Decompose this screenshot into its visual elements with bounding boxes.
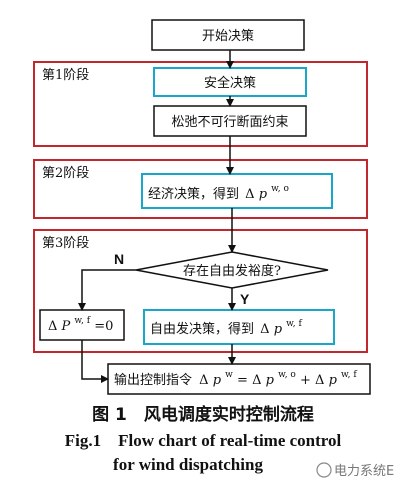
zero-p: P	[61, 319, 71, 334]
output-sup-1: w	[225, 370, 233, 380]
output-delta-2: Δ	[252, 373, 261, 388]
output-delta-3: Δ	[315, 373, 324, 388]
output-text: 输出控制指令 Δ p w = Δ p w, o + Δ p w, f	[114, 366, 357, 388]
output-p-2: p	[266, 373, 275, 388]
stage-1-label: 第1阶段	[42, 68, 89, 83]
watermark-text: 电力系统E	[334, 464, 394, 479]
stage-3-label: 第3阶段	[42, 236, 89, 251]
economic-text: 经济决策，得到 Δ p w, o	[148, 184, 289, 202]
stage-2-label: 第2阶段	[42, 166, 89, 181]
output-p-1: p	[213, 373, 222, 388]
free-gen-p: p	[274, 322, 283, 337]
economic-label: 经济决策，得到	[148, 186, 239, 202]
set-zero-text: Δ P w, f =0	[48, 312, 113, 334]
output-label: 输出控制指令	[114, 372, 192, 388]
decision-text: 存在自由发裕度?	[183, 263, 281, 279]
output-box	[107, 363, 371, 395]
output-plus: +	[300, 373, 311, 388]
zero-value: =0	[94, 319, 113, 334]
caption-en-line1: Fig.1 Flow chart of real-time control	[65, 431, 342, 450]
set-zero-box	[39, 309, 125, 341]
zero-delta: Δ	[48, 319, 57, 334]
output-sup-3: w, f	[341, 370, 357, 380]
stage-3-frame	[33, 229, 368, 353]
economic-p: p	[259, 187, 268, 202]
economic-sup: w, o	[271, 184, 289, 194]
output-eq: =	[237, 373, 248, 388]
output-delta-1: Δ	[199, 373, 208, 388]
economic-delta: Δ	[245, 187, 254, 202]
branch-no-label: N	[114, 251, 124, 267]
start-text: 开始决策	[202, 28, 254, 44]
arrow-no-branch	[78, 269, 136, 311]
branch-yes-label: Y	[240, 291, 250, 307]
free-gen-delta: Δ	[260, 322, 269, 337]
zero-sup: w, f	[74, 316, 90, 326]
start-box	[151, 19, 305, 51]
stage-2-frame	[33, 159, 368, 219]
economic-box	[141, 173, 333, 209]
free-gen-text: 自由发决策，得到 Δ p w, f	[150, 319, 303, 337]
free-gen-label: 自由发决策，得到	[150, 321, 254, 337]
safety-text: 安全决策	[204, 75, 256, 91]
free-gen-sup: w, f	[286, 319, 302, 329]
stage-1-frame	[33, 61, 368, 147]
output-p-3: p	[329, 373, 338, 388]
watermark-logo-icon	[316, 462, 332, 478]
watermark: 电力系统E	[316, 462, 394, 479]
caption-en-line2: for wind dispatching	[113, 455, 263, 474]
relax-text: 松弛不可行断面约束	[171, 115, 288, 130]
caption-cn: 图 1 风电调度实时控制流程	[92, 404, 314, 425]
arrow-zero-output	[81, 340, 109, 383]
free-gen-box	[143, 309, 335, 345]
output-sup-2: w, o	[278, 370, 296, 380]
